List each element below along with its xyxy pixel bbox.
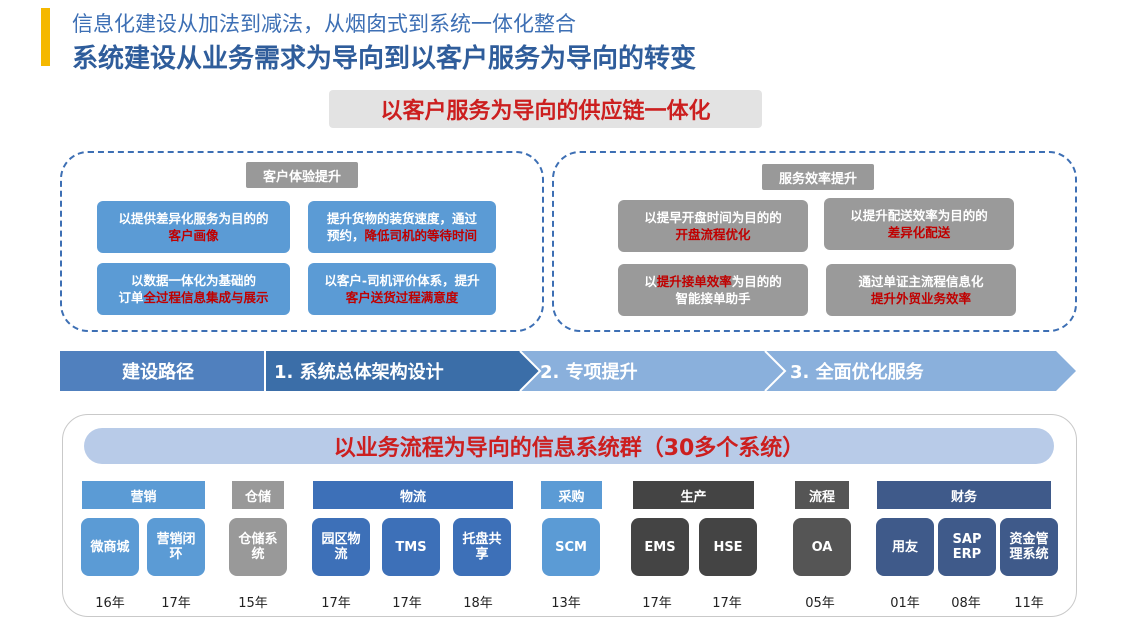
category-production: 生产	[633, 481, 754, 509]
system-year: 17年	[712, 596, 742, 611]
system-tile: 资金管理系统	[1000, 518, 1058, 576]
roadmap-step3-label: 3. 全面优化服务	[790, 362, 924, 383]
tile-line: 以提供差异化服务为目的的	[118, 211, 269, 226]
roadmap-start-label: 建设路径	[122, 362, 194, 383]
tile-line: 预约，降低司机的等待时间	[326, 228, 478, 243]
panel-label-customer-experience: 客户体验提升	[246, 162, 358, 188]
tile-smart-order-assistant: 以提升接单效率为目的的 智能接单助手	[618, 264, 808, 316]
accent-bar	[41, 8, 50, 66]
category-finance: 财务	[877, 481, 1051, 509]
system-tile: OA	[793, 518, 851, 576]
system-year: 17年	[321, 596, 351, 611]
category-process: 流程	[795, 481, 849, 509]
roadmap-arrow-step3	[760, 351, 1076, 391]
system-group-banner: 以业务流程为导向的信息系统群（30多个系统）	[84, 428, 1054, 464]
roadmap-arrow-step2	[515, 351, 785, 391]
panel-service-efficiency	[552, 151, 1077, 332]
system-tile: 营销闭环	[147, 518, 205, 576]
system-tile: SCM	[542, 518, 600, 576]
system-year: 15年	[238, 596, 268, 611]
top-banner: 以客户服务为导向的供应链一体化	[329, 90, 762, 128]
panel-customer-experience	[60, 151, 544, 332]
roadmap: 建设路径 1. 系统总体架构设计 2. 专项提升 3. 全面优化服务	[60, 351, 1077, 391]
roadmap-chevron	[519, 351, 542, 391]
system-year: 11年	[1014, 596, 1044, 611]
tile-line: 通过单证主流程信息化	[858, 274, 984, 289]
category-warehouse: 仓储	[232, 481, 284, 509]
tile-line: 订单全过程信息集成与展示	[118, 290, 269, 305]
tile-line: 以数据一体化为基础的	[130, 273, 256, 288]
tile-line: 以客户-司机评价体系，提升	[324, 273, 480, 288]
roadmap-step1-label: 1. 系统总体架构设计	[274, 362, 444, 383]
system-tile: 用友	[876, 518, 934, 576]
tile-differentiated-delivery: 以提升配送效率为目的的 差异化配送	[824, 198, 1014, 250]
tile-line: 客户画像	[168, 228, 219, 243]
system-tile: 园区物流	[312, 518, 370, 576]
tile-line: 提升外贸业务效率	[870, 291, 971, 306]
tile-loading-speed: 提升货物的装货速度，通过 预约，降低司机的等待时间	[308, 201, 496, 253]
system-year: 16年	[95, 596, 125, 611]
system-tile: EMS	[631, 518, 689, 576]
tile-foreign-trade-efficiency: 通过单证主流程信息化 提升外贸业务效率	[826, 264, 1016, 316]
system-year: 18年	[463, 596, 493, 611]
system-tile: TMS	[382, 518, 440, 576]
tile-line: 智能接单助手	[675, 291, 751, 306]
tile-line: 提升货物的装货速度，通过	[326, 211, 477, 226]
tile-evaluation-system: 以客户-司机评价体系，提升 客户送货过程满意度	[308, 263, 496, 315]
system-year: 08年	[951, 596, 981, 611]
tile-line: 以提升接单效率为目的的	[644, 274, 782, 289]
category-logistics: 物流	[313, 481, 513, 509]
category-marketing: 营销	[82, 481, 205, 509]
system-year: 17年	[392, 596, 422, 611]
roadmap-arrows	[60, 351, 1076, 391]
roadmap-arrow-step1	[265, 351, 540, 391]
tile-line: 差异化配送	[887, 225, 951, 240]
roadmap-step2-label: 2. 专项提升	[540, 362, 638, 383]
system-year: 17年	[642, 596, 672, 611]
tile-opening-process: 以提早开盘时间为目的的 开盘流程优化	[618, 200, 808, 252]
system-year: 17年	[161, 596, 191, 611]
tile-order-integration: 以数据一体化为基础的 订单全过程信息集成与展示	[97, 263, 290, 315]
system-tile: 仓储系统	[229, 518, 287, 576]
roadmap-chevron	[764, 351, 787, 391]
system-year: 01年	[890, 596, 920, 611]
tile-line: 开盘流程优化	[675, 227, 751, 242]
system-tile: 托盘共享	[453, 518, 511, 576]
system-year: 05年	[805, 596, 835, 611]
page-title: 系统建设从业务需求为导向到以客户服务为导向的转变	[72, 44, 697, 74]
tile-customer-profile: 以提供差异化服务为目的的 客户画像	[97, 201, 290, 253]
system-tile: HSE	[699, 518, 757, 576]
tile-line: 以提早开盘时间为目的的	[644, 210, 782, 225]
roadmap-arrow-start	[60, 351, 265, 391]
system-tile: SAP ERP	[938, 518, 996, 576]
system-year: 13年	[551, 596, 581, 611]
tile-line: 以提升配送效率为目的的	[850, 208, 988, 223]
category-procurement: 采购	[541, 481, 602, 509]
page-subtitle: 信息化建设从加法到减法，从烟囱式到系统一体化整合	[72, 12, 576, 36]
panel-label-service-efficiency: 服务效率提升	[762, 164, 874, 190]
system-tile: 微商城	[81, 518, 139, 576]
tile-line: 客户送货过程满意度	[345, 290, 459, 305]
